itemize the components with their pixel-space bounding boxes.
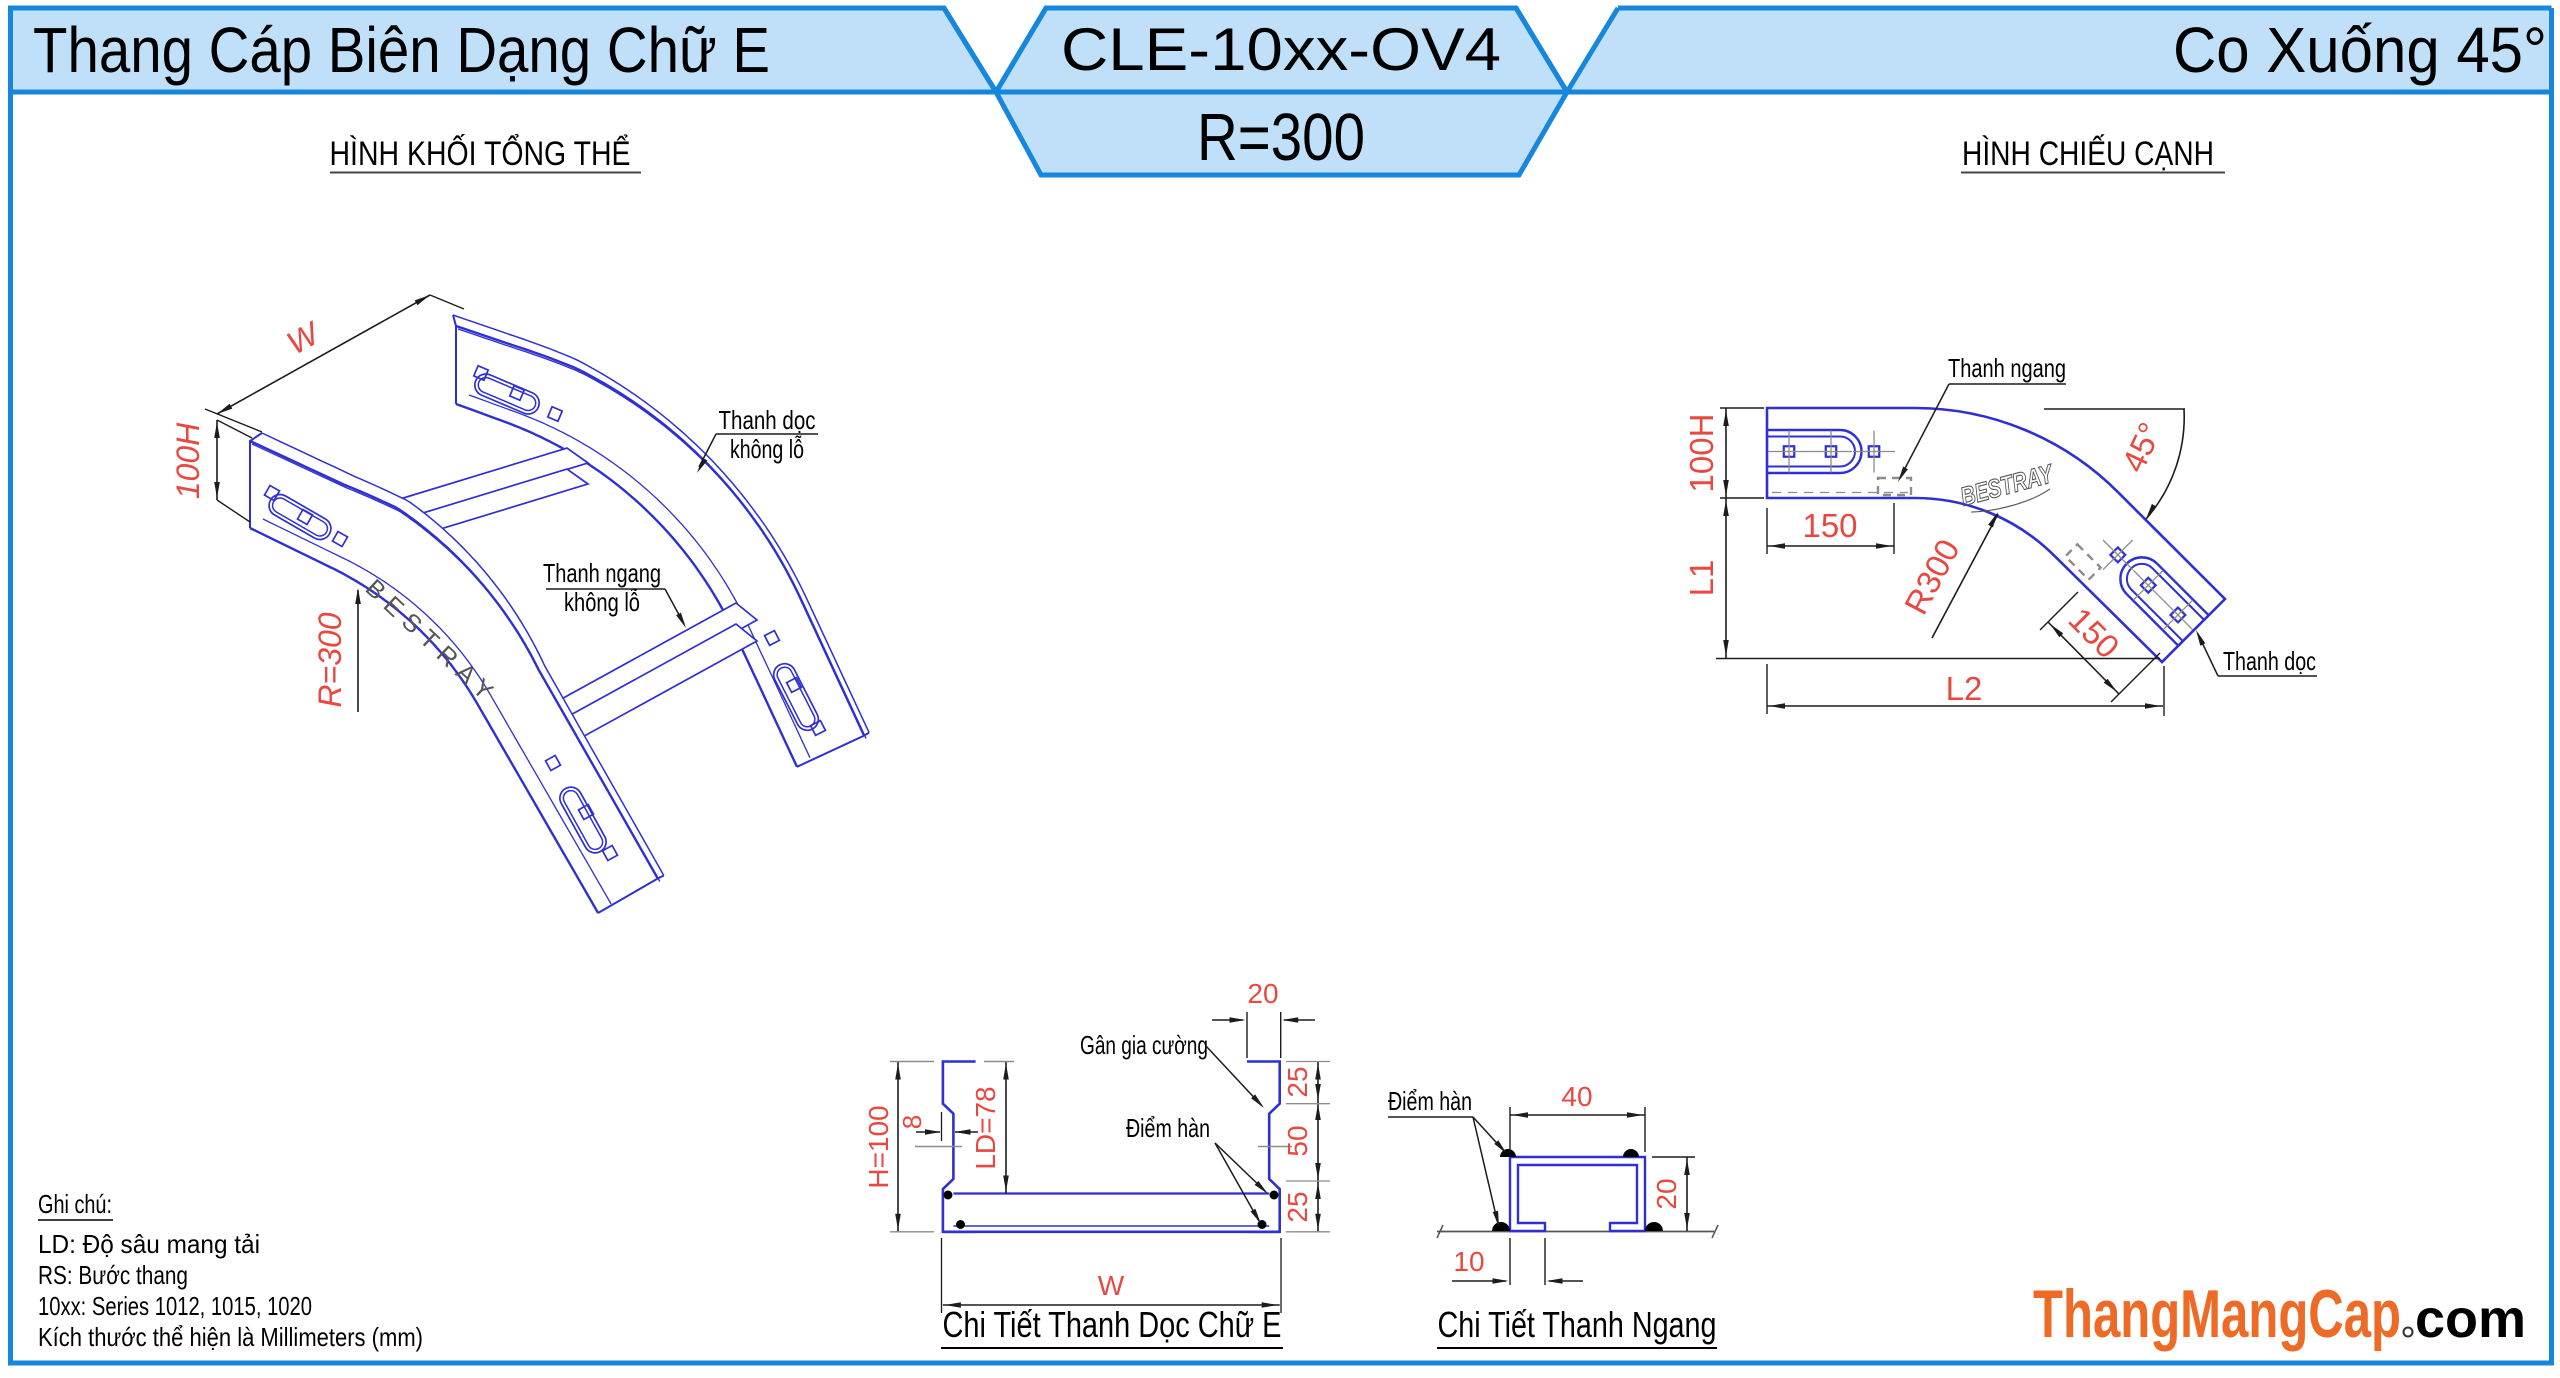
svg-text:R=300: R=300 bbox=[312, 612, 348, 707]
svg-text:Kích thước thể hiện là Millime: Kích thước thể hiện là Millimeters (mm) bbox=[38, 1322, 423, 1352]
svg-text:CLE-10xx-OV4: CLE-10xx-OV4 bbox=[1061, 16, 1501, 83]
svg-text:Chi Tiết Thanh Dọc Chữ E: Chi Tiết Thanh Dọc Chữ E bbox=[943, 1304, 1282, 1345]
svg-text:10xx: Series 1012, 1015, 1020: 10xx: Series 1012, 1015, 1020 bbox=[38, 1291, 312, 1321]
svg-text:Co Xuống 45°: Co Xuống 45° bbox=[2173, 14, 2547, 86]
svg-text:20: 20 bbox=[1247, 978, 1278, 1009]
svg-text:không lỗ: không lỗ bbox=[564, 587, 640, 617]
svg-text:20: 20 bbox=[1651, 1178, 1682, 1209]
svg-text:HÌNH KHỐI TỔNG THỂ: HÌNH KHỐI TỔNG THỂ bbox=[330, 134, 631, 173]
svg-text:Chi Tiết Thanh Ngang: Chi Tiết Thanh Ngang bbox=[1438, 1304, 1717, 1345]
svg-text:H=100: H=100 bbox=[863, 1105, 894, 1188]
svg-text:LD=78: LD=78 bbox=[970, 1086, 1001, 1169]
svg-text:R=300: R=300 bbox=[1197, 100, 1365, 175]
svg-text:100H: 100H bbox=[170, 422, 206, 499]
svg-text:Gân gia cường: Gân gia cường bbox=[1080, 1030, 1208, 1060]
svg-text:Ghi chú:: Ghi chú: bbox=[38, 1189, 112, 1219]
svg-text:L2: L2 bbox=[1946, 670, 1983, 707]
svg-text:25: 25 bbox=[1282, 1066, 1313, 1097]
svg-text:không lỗ: không lỗ bbox=[730, 434, 804, 464]
svg-text:100H: 100H bbox=[1683, 414, 1720, 493]
svg-text:L1: L1 bbox=[1683, 560, 1720, 597]
svg-text:LD: Độ sâu mang tải: LD: Độ sâu mang tải bbox=[38, 1229, 260, 1259]
svg-text:Thanh ngang: Thanh ngang bbox=[543, 558, 661, 588]
svg-text:10: 10 bbox=[1453, 1246, 1484, 1277]
svg-text:50: 50 bbox=[1282, 1125, 1313, 1156]
svg-text:ThangMangCap: ThangMangCap bbox=[2033, 1276, 2401, 1352]
svg-text:HÌNH CHIẾU CẠNH: HÌNH CHIẾU CẠNH bbox=[1962, 135, 2214, 173]
svg-text:8: 8 bbox=[897, 1115, 927, 1129]
svg-text:Thanh dọc: Thanh dọc bbox=[2223, 646, 2316, 676]
svg-text:150: 150 bbox=[1802, 507, 1857, 544]
svg-text:Điểm hàn: Điểm hàn bbox=[1126, 1113, 1210, 1143]
svg-text:Điểm hàn: Điểm hàn bbox=[1388, 1086, 1472, 1116]
svg-text:W: W bbox=[1098, 1270, 1125, 1301]
svg-text:Thanh dọc: Thanh dọc bbox=[719, 405, 816, 435]
svg-text:com: com bbox=[2415, 1289, 2526, 1349]
svg-text:Thanh ngang: Thanh ngang bbox=[1948, 353, 2066, 383]
svg-text:RS: Bước thang: RS: Bước thang bbox=[38, 1260, 188, 1290]
svg-text:Thang Cáp Biên Dạng Chữ E: Thang Cáp Biên Dạng Chữ E bbox=[33, 14, 770, 86]
svg-text:40: 40 bbox=[1561, 1081, 1592, 1112]
svg-text:25: 25 bbox=[1282, 1191, 1313, 1222]
